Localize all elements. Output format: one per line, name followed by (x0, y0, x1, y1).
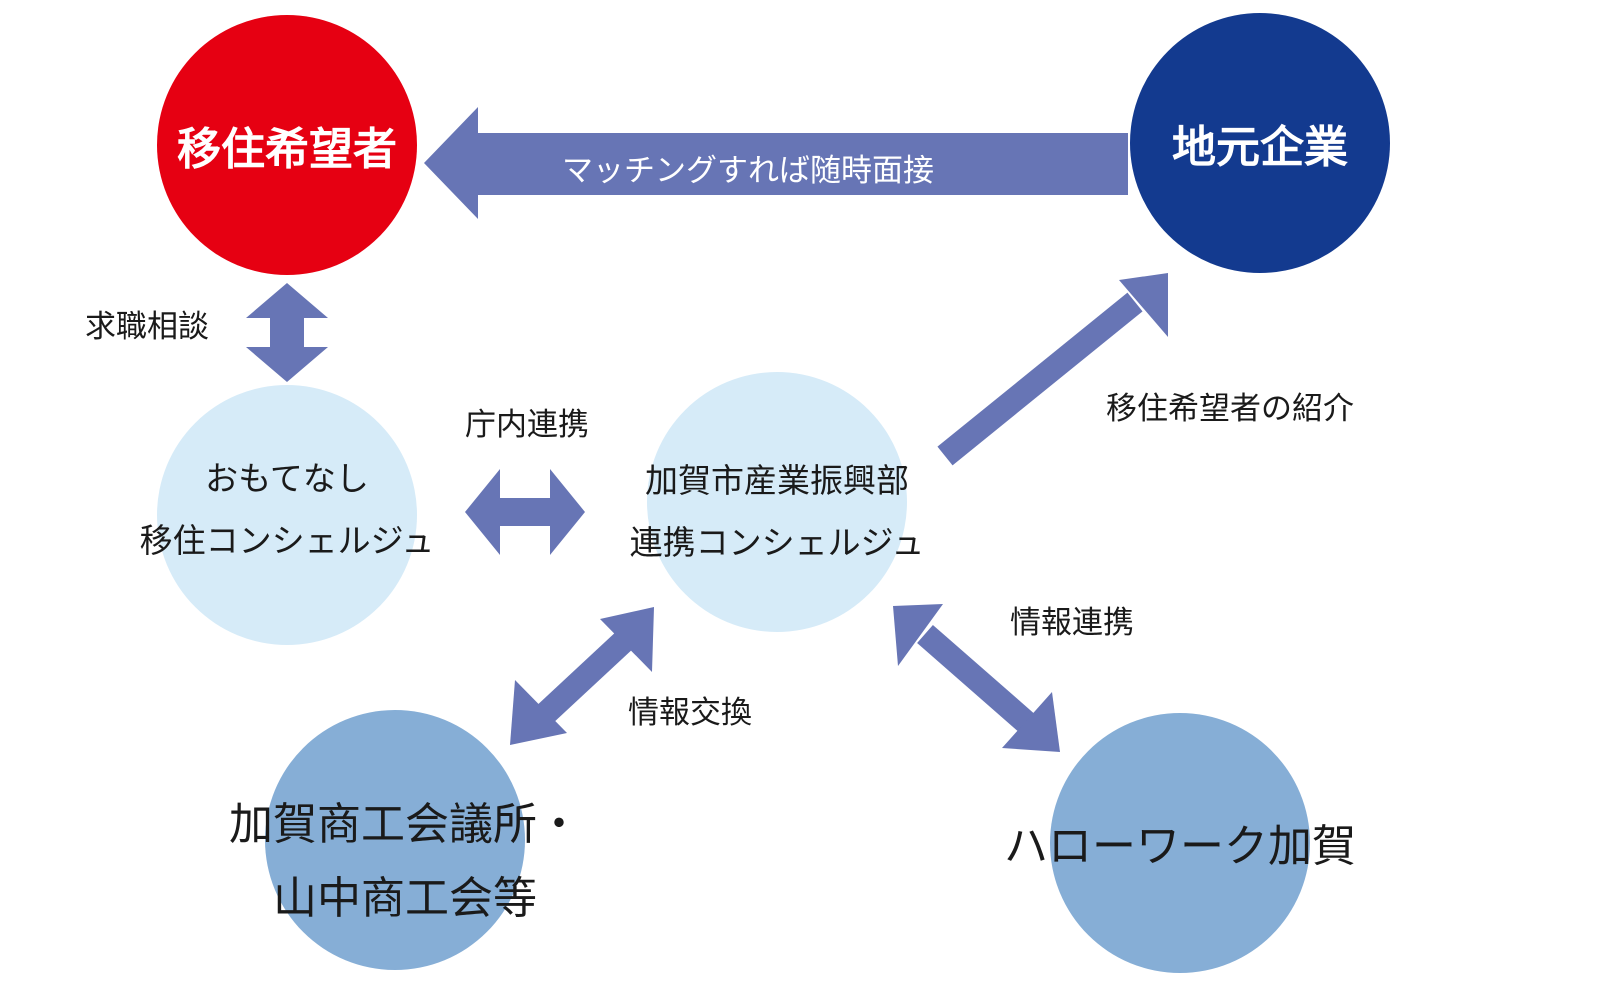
node-omotenashi-circle (157, 385, 417, 645)
node-kaga-dept-label: 加賀市産業振興部 連携コンシェルジュ (597, 450, 957, 574)
node-chamber-line2: 山中商工会等 (273, 873, 537, 924)
node-omotenashi-label: おもてなし 移住コンシェルジュ (117, 448, 457, 572)
node-omotenashi-line1: おもてなし (205, 459, 369, 498)
introduce-arrow (937, 273, 1168, 466)
node-kaga-dept-circle (647, 372, 907, 632)
node-chamber-circle (265, 710, 525, 970)
node-local-company-label: 地元企業 (1172, 122, 1348, 173)
info-exchange-arrow (510, 607, 654, 745)
job-consult-label: 求職相談 (85, 309, 209, 345)
node-applicant-circle (157, 15, 417, 275)
node-hellowork-circle (1050, 713, 1310, 973)
node-kaga-dept-line2: 連携コンシェルジュ (629, 523, 925, 562)
info-exchange-label: 情報交換 (628, 695, 752, 731)
node-applicant-label: 移住希望者 (177, 124, 397, 175)
info-link-arrow (893, 604, 1060, 752)
internal-link-arrow (465, 469, 585, 555)
internal-link-label: 庁内連携 (465, 407, 589, 443)
node-omotenashi-line2: 移住コンシェルジュ (139, 521, 435, 560)
job-consult-arrow (246, 283, 328, 382)
node-local-company-circle (1130, 13, 1390, 273)
info-link-label: 情報連携 (1010, 605, 1134, 641)
matching-arrow-label: マッチングすれば随時面接 (562, 153, 934, 189)
node-hellowork-label: ハローワーク加賀 (1004, 821, 1356, 872)
node-chamber-label: 加賀商工会議所・ 山中商工会等 (195, 788, 615, 936)
matching-arrow (424, 107, 1128, 219)
introduce-label: 移住希望者の紹介 (1106, 391, 1354, 427)
node-chamber-line1: 加賀商工会議所・ (229, 799, 581, 850)
node-kaga-dept-line1: 加賀市産業振興部 (645, 461, 909, 500)
